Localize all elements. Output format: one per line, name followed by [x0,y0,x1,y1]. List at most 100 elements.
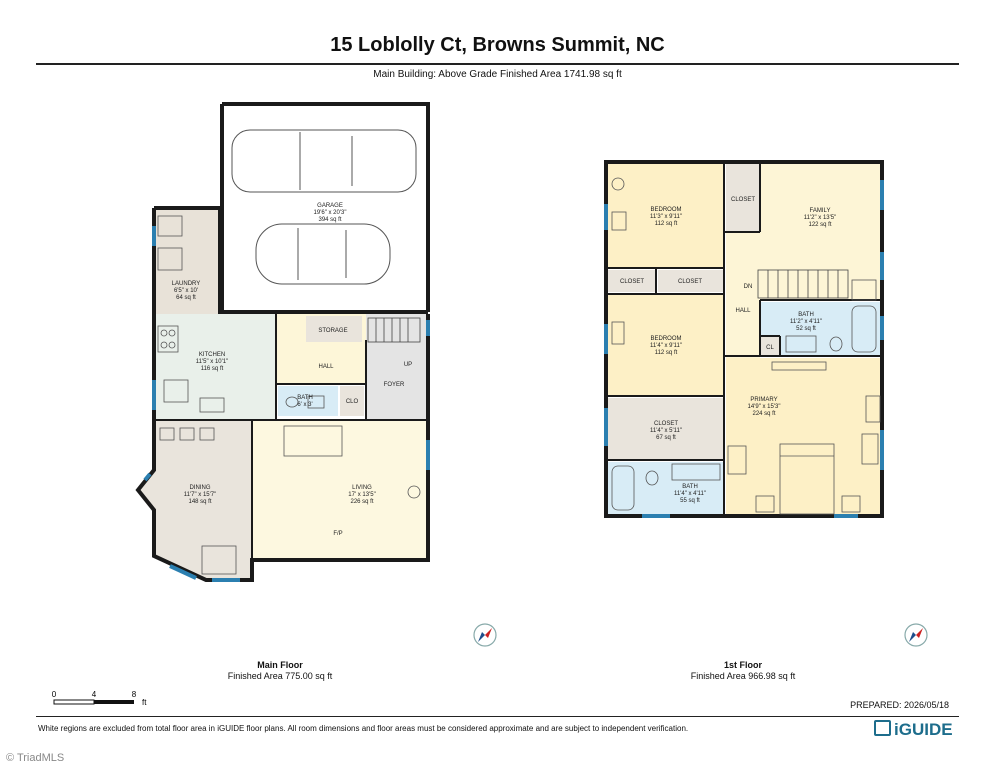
dims-living: 17' x 13'5" [348,492,375,498]
dims-family: 11'2" x 13'5" [804,215,836,221]
area-family: 122 sq ft [808,222,831,228]
first-floor-area: Finished Area 966.98 sq ft [690,671,796,681]
label-up: UP [404,362,412,368]
main-floor-name: Main Floor [257,660,303,670]
toilet-icon [645,336,843,486]
area-summary: Main Building: Above Grade Finished Area… [373,69,622,80]
car-icon [231,129,417,285]
area-bedroom-2: 112 sq ft [655,350,678,356]
stairs-icon [757,269,849,299]
dims-bedroom-2: 11'4" x 9'11" [650,343,682,349]
label-cl: CL [766,345,774,351]
dims-primary: 14'9" x 15'3" [748,404,781,410]
area-laundry: 64 sq ft [176,295,196,301]
label-primary: PRIMARY [750,397,777,403]
label-bath-lower: BATH [682,484,698,490]
dims-bedroom-1: 11'3" x 9'11" [650,214,682,220]
sink-icon [157,215,225,413]
room-dining [138,420,252,580]
label-closet-walkin: CLOSET [654,421,678,427]
dims-closet-walkin: 11'4" x 5'11" [650,428,682,434]
brand-logo-icon [874,720,891,736]
watermark: © TriadMLS [6,752,65,764]
scale-tick-4: 4 [92,690,97,699]
label-dn: DN [744,284,753,290]
area-bath-lower: 55 sq ft [680,498,700,504]
toilet-icon [285,395,325,409]
scale-tick-0: 0 [52,690,57,699]
label-bedroom-1: BEDROOM [650,207,681,213]
compass-icon [904,623,928,647]
area-garage: 394 sq ft [318,217,341,223]
label-family: FAMILY [810,208,831,214]
label-dining: DINING [190,485,211,491]
dims-kitchen: 11'5" x 10'1" [196,359,228,365]
dims-bath-main: 6' x 3' [297,402,312,408]
area-living: 226 sq ft [350,499,373,505]
area-primary: 224 sq ft [752,411,775,417]
dims-laundry: 6'5" x 10' [174,288,198,294]
label-closet-left: CLOSET [620,279,644,285]
area-kitchen: 116 sq ft [201,366,224,372]
footer-divider [36,716,959,717]
room-living [252,420,426,560]
stove-icon [157,325,179,353]
main-floor-windows [143,226,430,582]
room-bedroom-2 [608,294,724,396]
main-floor-area: Finished Area 775.00 sq ft [227,671,333,681]
area-closet-walkin: 67 sq ft [656,435,676,441]
label-foyer: FOYER [384,382,405,388]
room-bath-lower [608,462,724,514]
label-hall-main: HALL [318,364,334,370]
bed-icon [779,443,835,515]
dims-bath-upper: 11'2" x 4'11" [790,319,822,325]
first-floor-plan [604,160,884,518]
room-hall-upper [726,232,760,358]
room-cl [760,336,780,356]
area-dining: 148 sq ft [188,499,211,505]
room-family [760,164,880,300]
prepared-date: PREPARED: 2026/05/18 [850,700,949,710]
disclaimer-text: White regions are excluded from total fl… [38,724,689,733]
dims-bath-lower: 11'4" x 4'11" [674,491,706,497]
label-laundry: LAUNDRY [172,281,201,287]
label-garage: GARAGE [317,203,343,209]
room-storage [306,316,362,342]
main-floor-plan [135,102,430,582]
stairs-icon [367,317,421,343]
page-title: 15 Loblolly Ct, Browns Summit, NC [330,34,665,56]
first-floor-caption: 1st Floor Finished Area 966.98 sq ft [663,660,823,682]
room-closet-mid [658,270,724,292]
room-closet-walkin [608,398,724,460]
scale-tick-8: 8 [132,690,137,699]
label-hall-upper: HALL [735,308,751,314]
scale-unit: ft [142,698,147,707]
title-divider [36,63,959,65]
main-floor-caption: Main Floor Finished Area 775.00 sq ft [200,660,360,682]
room-clo [340,386,364,416]
sink-icon [671,335,817,481]
label-bedroom-2: BEDROOM [650,336,681,342]
label-living: LIVING [352,485,372,491]
bathtub-icon [611,305,877,511]
label-bath-main: BATH [297,395,313,401]
room-bedroom-1 [608,164,724,268]
room-closet-left [608,270,656,292]
dims-dining: 11'7" x 15'7" [184,492,216,498]
room-laundry [154,208,220,314]
label-closet-top: CLOSET [731,197,755,203]
brand-name: iGUIDE [894,720,953,739]
dims-garage: 19'6" x 20'3" [314,210,347,216]
label-bath-upper: BATH [798,312,814,318]
label-fireplace: F/P [333,531,342,537]
room-primary [726,358,880,514]
room-garage [224,104,426,314]
area-bath-upper: 52 sq ft [796,326,816,332]
room-closet-top [726,164,760,232]
label-closet-mid: CLOSET [678,279,702,285]
brand-logo: iGUIDE [874,720,953,740]
room-foyer [366,314,426,420]
furniture-icon [611,177,881,513]
scale-bar: 0 4 8 ft [50,688,160,712]
